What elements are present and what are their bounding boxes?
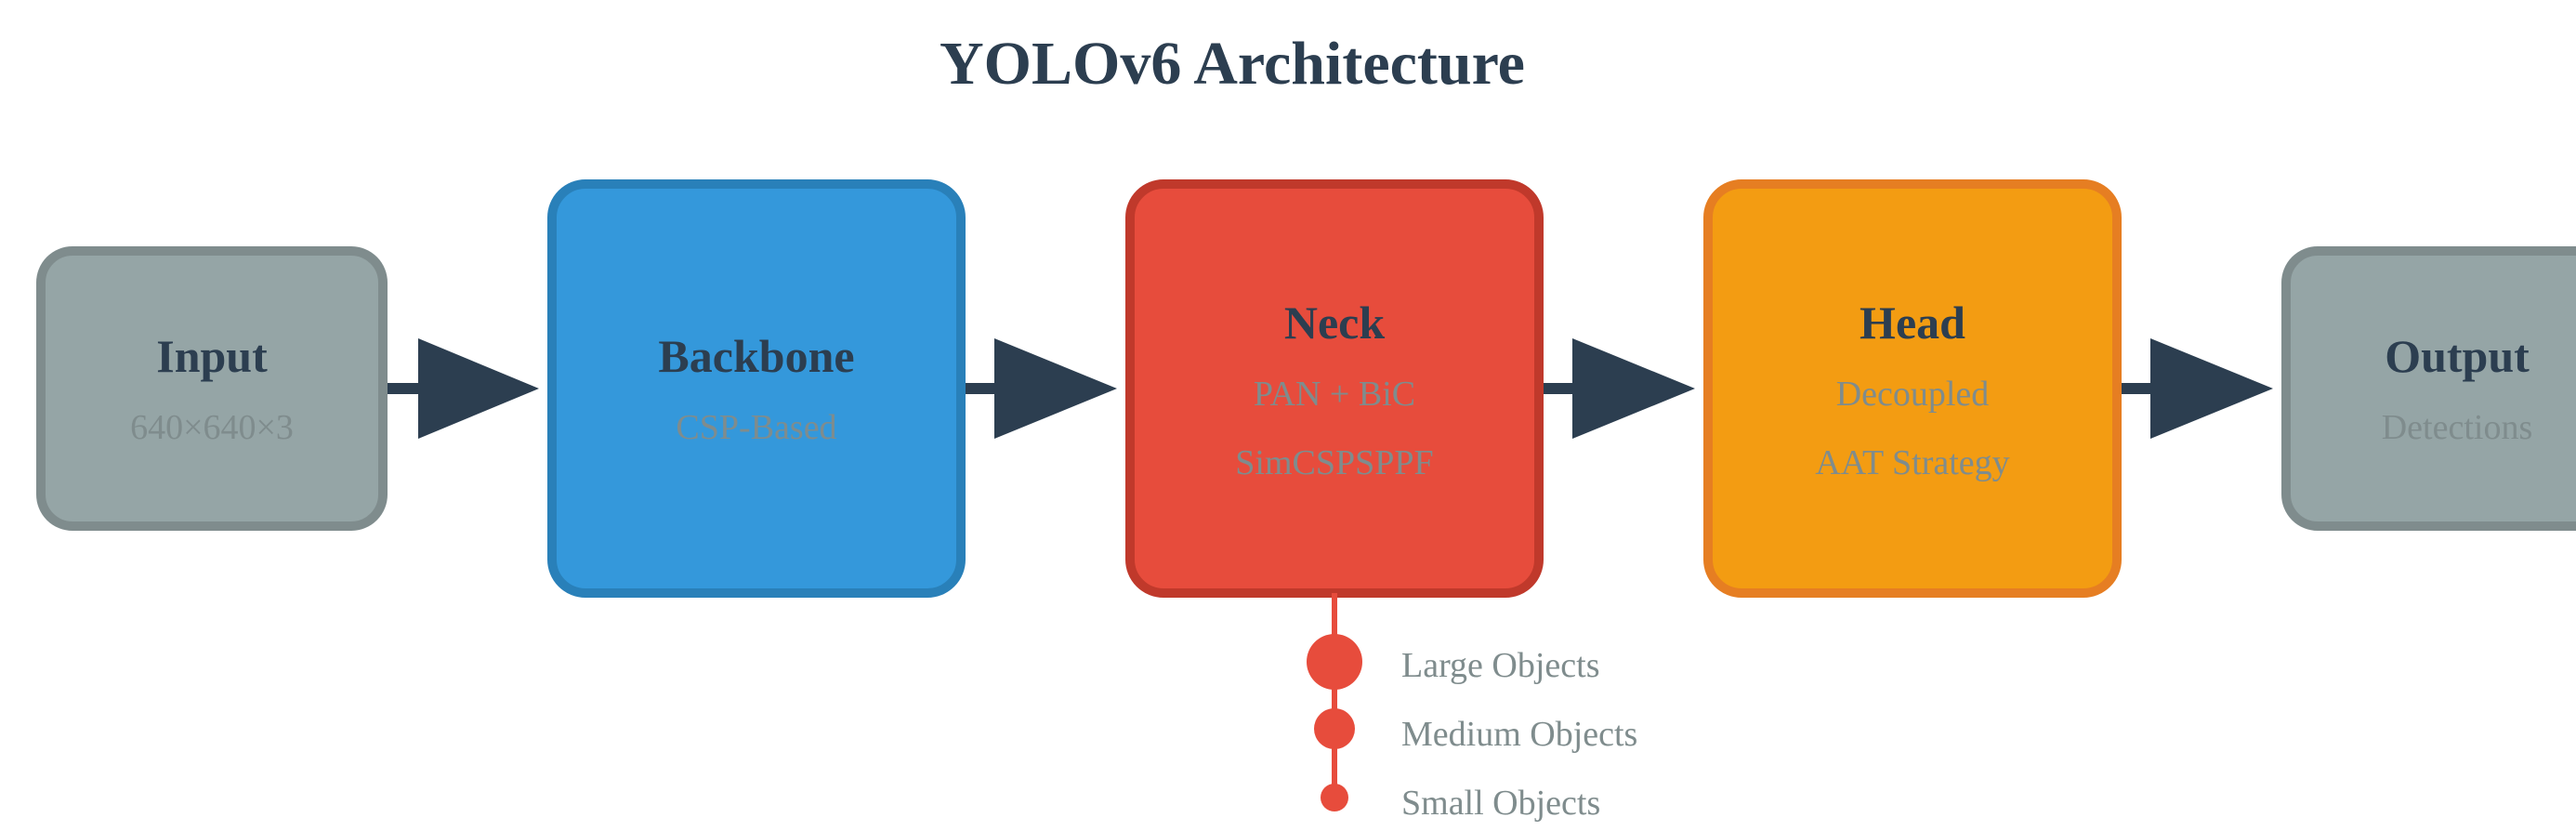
backbone-block: Backbone CSP-Based [547, 179, 966, 598]
small-objects-label: Small Objects [1401, 784, 1600, 823]
arrow-head-to-output [2117, 338, 2273, 439]
head-block-box [1703, 179, 2122, 598]
medium-objects-label: Medium Objects [1401, 715, 1637, 754]
input-block-shape: 640×640×3 [130, 408, 294, 447]
input-block-box [36, 246, 388, 531]
head-block: Head Decoupled AAT Strategy [1703, 179, 2122, 598]
medium-objects-marker [1314, 708, 1355, 749]
output-block: Output Detections [2281, 246, 2576, 531]
neck-block-line-2: SimCSPSPPF [1235, 443, 1433, 482]
output-block-box [2281, 246, 2576, 531]
backbone-block-type: CSP-Based [676, 408, 836, 447]
neck-block-line-1: PAN + BiC [1254, 375, 1415, 414]
output-block-title: Output [2385, 330, 2530, 382]
multi-scale-outputs: Large Objects Medium Objects Small Objec… [1307, 593, 1637, 823]
arrow-neck-to-head [1539, 338, 1695, 439]
input-block-title: Input [156, 330, 268, 382]
head-block-title: Head [1860, 297, 1965, 349]
output-block-sub: Detections [2382, 408, 2533, 447]
head-block-line-2: AAT Strategy [1815, 443, 2009, 482]
neck-block: Neck PAN + BiC SimCSPSPPF [1125, 179, 1544, 598]
small-objects-marker [1321, 784, 1348, 811]
arrow-backbone-to-neck [961, 338, 1117, 439]
diagram-title: YOLOv6 Architecture [940, 30, 1525, 98]
input-block: Input 640×640×3 [36, 246, 388, 531]
large-objects-label: Large Objects [1401, 646, 1600, 685]
head-block-line-1: Decoupled [1836, 375, 1990, 414]
backbone-block-title: Backbone [658, 330, 854, 382]
arrow-input-to-backbone [383, 338, 539, 439]
backbone-block-box [547, 179, 966, 598]
neck-block-title: Neck [1284, 297, 1385, 349]
large-objects-marker [1307, 634, 1362, 690]
